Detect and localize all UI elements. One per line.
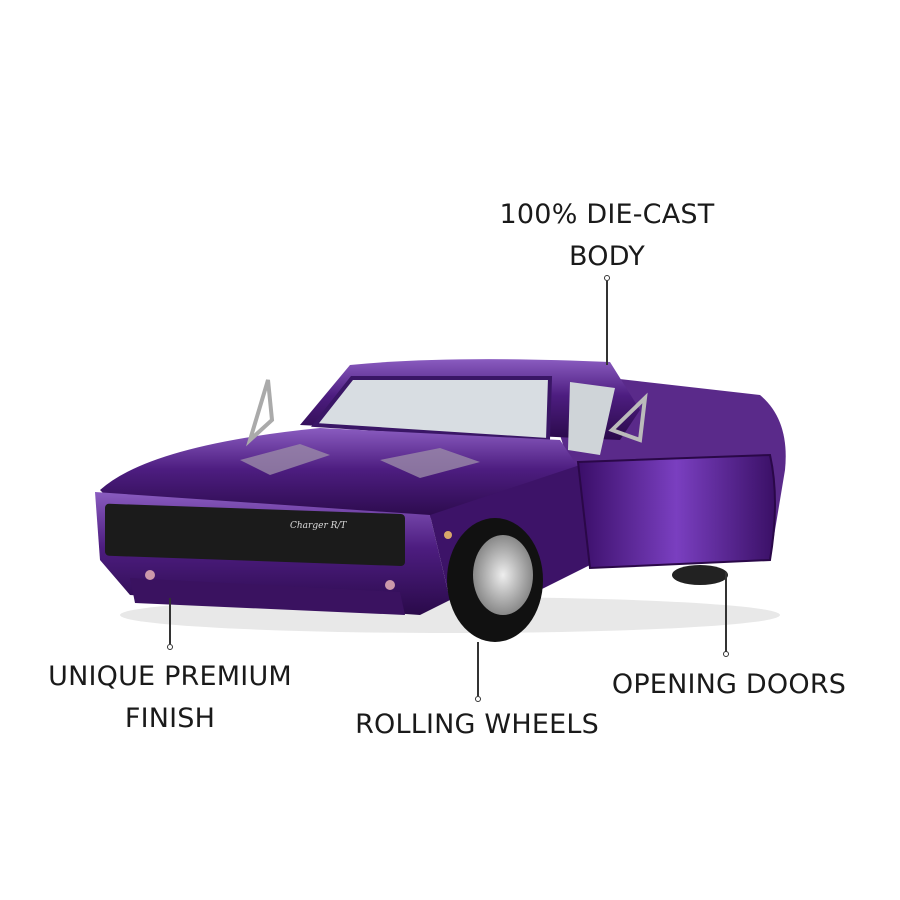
callout-rolling-wheels: ROLLING WHEELS: [355, 704, 599, 746]
callout-dot: [604, 275, 610, 281]
grille: [105, 503, 405, 567]
side-window: [568, 382, 615, 455]
callout-dot: [475, 696, 481, 702]
fog-light-right: [385, 580, 395, 590]
callout-unique-premium-finish: UNIQUE PREMIUM FINISH: [48, 656, 292, 740]
callout-line-1: 100% DIE-CAST: [499, 199, 715, 230]
side-mirror-right: [608, 392, 648, 443]
callout-line-2: FINISH: [124, 703, 216, 734]
callout-leader-line: [725, 572, 727, 652]
callout-line-1: OPENING DOORS: [611, 669, 847, 700]
front-rim: [473, 535, 533, 615]
callout-line-1: ROLLING WHEELS: [355, 709, 599, 740]
marker-light: [444, 531, 452, 539]
callout-dot: [167, 644, 173, 650]
callout-leader-line: [169, 598, 171, 644]
windshield: [311, 376, 553, 443]
charger-badge: Charger R/T: [290, 521, 347, 531]
open-door: [576, 453, 776, 570]
hood-scoops: [240, 444, 480, 478]
callout-opening-doors: OPENING DOORS: [612, 664, 846, 706]
callout-die-cast-body: 100% DIE-CAST BODY: [500, 194, 715, 278]
fog-light-left: [145, 570, 155, 580]
callout-leader-line: [606, 281, 608, 365]
callout-line-2: BODY: [569, 241, 645, 272]
rear-wheel: [672, 565, 728, 585]
callout-dot: [723, 651, 729, 657]
car-hood: [100, 428, 580, 520]
callout-line-1: UNIQUE PREMIUM: [48, 661, 292, 692]
front-spoiler: [130, 578, 405, 615]
callout-leader-line: [477, 642, 479, 696]
side-mirror-left: [246, 379, 275, 447]
